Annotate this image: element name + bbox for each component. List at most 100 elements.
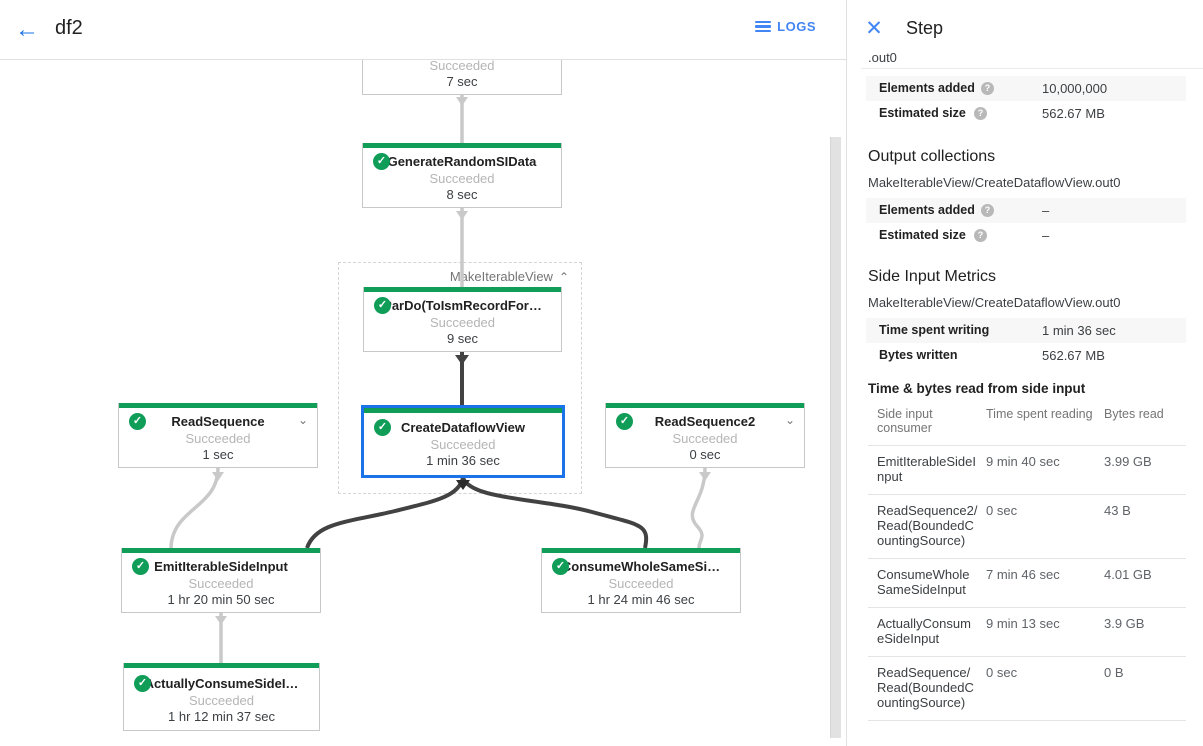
cell-time: 7 min 46 sec bbox=[986, 567, 1060, 582]
side-input-table: Side input consumer Time spent reading B… bbox=[868, 399, 1186, 721]
help-icon[interactable]: ? bbox=[974, 229, 987, 242]
node-duration: 0 sec bbox=[689, 447, 721, 462]
graph-node-readsequence2[interactable]: ✓ ReadSequence2 ⌄ Succeeded 0 sec bbox=[605, 403, 805, 468]
logs-button-label: LOGS bbox=[777, 19, 816, 34]
graph-node-actuallyconsumesideinput[interactable]: ✓ ActuallyConsumeSideI… Succeeded 1 hr 1… bbox=[123, 663, 320, 731]
side-input-collection-name: MakeIterableView/CreateDataflowView.out0 bbox=[868, 295, 1121, 310]
edge-arrowhead bbox=[212, 472, 224, 481]
group-label[interactable]: MakeIterableView⌃ bbox=[447, 269, 571, 284]
success-check-icon: ✓ bbox=[129, 413, 146, 430]
node-status-bar bbox=[122, 548, 320, 553]
node-status: Succeeded bbox=[188, 693, 255, 708]
cell-bytes: 0 B bbox=[1104, 665, 1124, 680]
cell-bytes: 4.01 GB bbox=[1104, 567, 1152, 582]
step-details-panel: ✕ Step .out0 Elements added ? 10,000,000… bbox=[846, 0, 1203, 746]
cell-bytes: 3.99 GB bbox=[1104, 454, 1152, 469]
graph-node-createdataflowview-selected[interactable]: ✓ CreateDataflowView Succeeded 1 min 36 … bbox=[361, 405, 565, 478]
node-status-bar bbox=[364, 287, 561, 292]
node-duration: 7 sec bbox=[446, 74, 478, 89]
node-status: Succeeded bbox=[672, 431, 738, 446]
output-collection-name: MakeIterableView/CreateDataflowView.out0 bbox=[868, 175, 1121, 190]
node-status: Succeeded bbox=[188, 576, 254, 591]
node-status: Succeeded bbox=[429, 60, 495, 73]
node-duration: 8 sec bbox=[446, 187, 478, 202]
chevron-down-icon[interactable]: ⌄ bbox=[784, 413, 795, 427]
edge-arrowhead bbox=[456, 211, 468, 220]
col-header-time: Time spent reading bbox=[986, 407, 1093, 421]
output-collections-heading: Output collections bbox=[868, 148, 996, 165]
side-input-metrics-heading: Side Input Metrics bbox=[868, 268, 997, 285]
metric-value: 562.67 MB bbox=[1042, 106, 1105, 121]
help-icon[interactable]: ? bbox=[981, 204, 994, 217]
node-status: Succeeded bbox=[608, 576, 674, 591]
metric-row-time-spent-writing: Time spent writing 1 min 36 sec bbox=[866, 318, 1186, 343]
cell-consumer: EmitIterableSideInput bbox=[877, 454, 976, 484]
close-icon[interactable]: ✕ bbox=[865, 17, 883, 40]
success-check-icon: ✓ bbox=[374, 297, 391, 314]
back-arrow-icon[interactable]: ← bbox=[15, 16, 39, 43]
edge-arrowhead bbox=[456, 480, 470, 490]
graph-node-consumewholesamesideinput[interactable]: ✓ ConsumeWholeSameSi… Succeeded 1 hr 24 … bbox=[541, 548, 741, 613]
edge-arrowhead bbox=[455, 355, 469, 365]
cell-bytes: 3.9 GB bbox=[1104, 616, 1145, 631]
graph-node-readsequence[interactable]: ✓ ReadSequence ⌄ Succeeded 1 sec bbox=[118, 403, 318, 468]
metric-label: Elements added bbox=[879, 203, 975, 217]
success-check-icon: ✓ bbox=[373, 153, 390, 170]
graph-vertical-scrollbar[interactable] bbox=[830, 137, 841, 738]
table-row: ActuallyConsumeSideInput 9 min 13 sec 3.… bbox=[868, 608, 1186, 657]
metric-label: Estimated size bbox=[879, 228, 966, 242]
node-duration: 1 min 36 sec bbox=[426, 453, 500, 468]
composite-group-makeiterableview[interactable]: MakeIterableView⌃ bbox=[338, 262, 582, 494]
metric-label: Elements added bbox=[879, 81, 975, 95]
graph-edges bbox=[169, 95, 711, 663]
edge-create-to-emit bbox=[305, 477, 465, 549]
table-row: ReadSequence2/Read(BoundedCountingSource… bbox=[868, 495, 1186, 559]
node-duration: 9 sec bbox=[446, 331, 479, 346]
edge-arrowhead bbox=[699, 472, 711, 481]
node-status-bar bbox=[364, 408, 562, 413]
table-row: ReadSequence/Read(BoundedCountingSource)… bbox=[868, 657, 1186, 721]
metric-row-estimated-size: Estimated size ? 562.67 MB bbox=[866, 101, 1186, 126]
cell-time: 9 min 40 sec bbox=[986, 454, 1060, 469]
cell-consumer: ReadSequence/Read(BoundedCountingSource) bbox=[877, 665, 974, 710]
graph-node-generaterandomsidata[interactable]: ✓ GenerateRandomSIData Succeeded 8 sec bbox=[362, 143, 562, 208]
metric-row-estimated-size-output: Estimated size ? – bbox=[866, 223, 1186, 248]
metric-row-elements-added-output: Elements added ? – bbox=[866, 198, 1186, 223]
metric-row-bytes-written: Bytes written 562.67 MB bbox=[866, 343, 1186, 368]
edge-create-to-consume bbox=[461, 476, 649, 549]
table-row: ConsumeWholeSameSideInput 7 min 46 sec 4… bbox=[868, 559, 1186, 608]
success-check-icon: ✓ bbox=[552, 558, 569, 575]
side-input-table-heading: Time & bytes read from side input bbox=[868, 381, 1086, 396]
node-status: Succeeded bbox=[429, 315, 496, 330]
node-title: CreateDataflowView bbox=[400, 420, 526, 435]
node-title: ParDo(ToIsmRecordFor… bbox=[383, 298, 542, 313]
job-graph-canvas[interactable]: MakeIterableView⌃ bbox=[0, 60, 846, 746]
metric-value: 562.67 MB bbox=[1042, 348, 1105, 363]
node-status: Succeeded bbox=[429, 171, 495, 186]
metric-label: Time spent writing bbox=[879, 323, 990, 337]
collapse-caret-icon[interactable]: ⌃ bbox=[558, 270, 569, 284]
graph-node-pardo-toismrecord[interactable]: ✓ ParDo(ToIsmRecordFor… Succeeded 9 sec bbox=[363, 287, 562, 352]
node-title: ReadSequence bbox=[171, 414, 265, 429]
node-status: Succeeded bbox=[430, 437, 496, 452]
success-check-icon: ✓ bbox=[132, 558, 149, 575]
node-title: ReadSequence2 bbox=[654, 414, 756, 429]
edge-arrowhead bbox=[215, 616, 227, 625]
cell-time: 0 sec bbox=[986, 503, 1018, 518]
cell-consumer: ActuallyConsumeSideInput bbox=[877, 616, 971, 646]
edge-arrowhead bbox=[456, 97, 468, 106]
chevron-down-icon[interactable]: ⌄ bbox=[297, 413, 308, 427]
graph-node-emititerablesideinput[interactable]: ✓ EmitIterableSideInput Succeeded 1 hr 2… bbox=[121, 548, 321, 613]
logs-button[interactable]: LOGS bbox=[755, 19, 816, 34]
job-title: df2 bbox=[55, 17, 83, 39]
node-title: ActuallyConsumeSideI… bbox=[144, 676, 299, 691]
graph-node-source-partial[interactable]: ✓ Succeeded 7 sec bbox=[362, 60, 562, 95]
metric-value: 10,000,000 bbox=[1042, 81, 1108, 96]
help-icon[interactable]: ? bbox=[981, 82, 994, 95]
edge-readsequence-to-emit bbox=[169, 467, 220, 549]
help-icon[interactable]: ? bbox=[974, 107, 987, 120]
node-duration: 1 hr 20 min 50 sec bbox=[167, 592, 275, 607]
col-header-consumer: Side input consumer bbox=[877, 407, 933, 435]
divider bbox=[861, 68, 1203, 69]
